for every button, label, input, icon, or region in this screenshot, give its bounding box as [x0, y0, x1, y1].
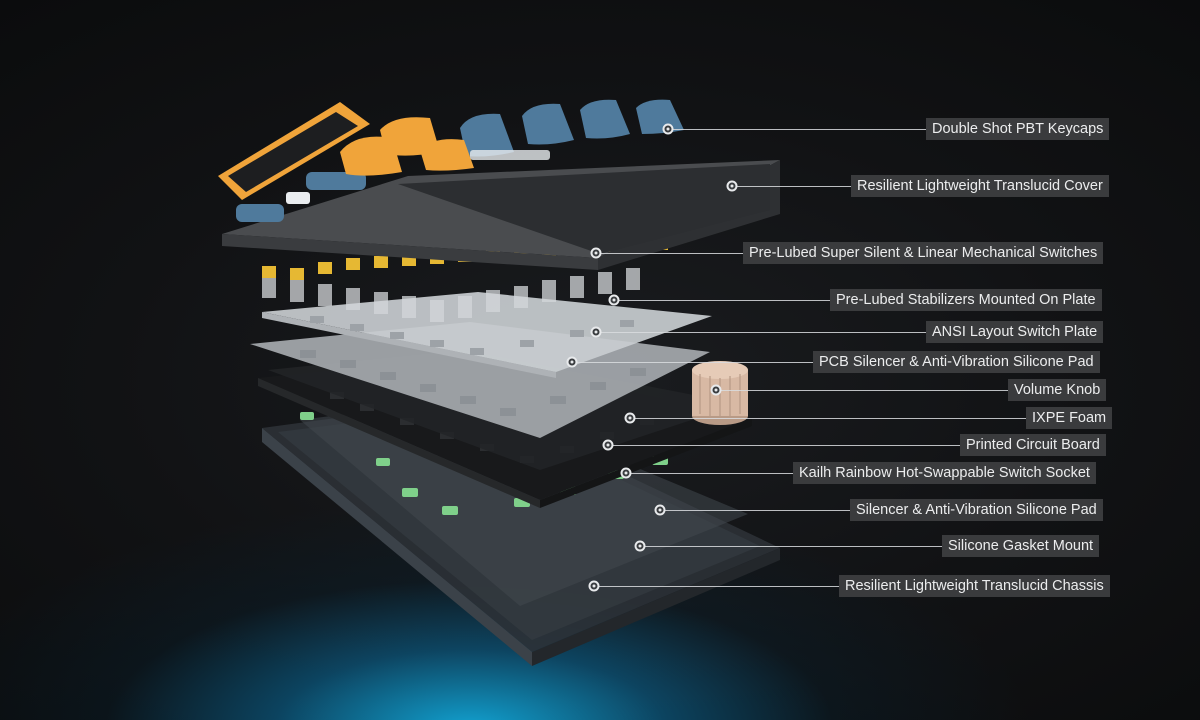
- label-switches: Pre-Lubed Super Silent & Linear Mechanic…: [743, 242, 1104, 264]
- leader-line: [614, 300, 830, 301]
- label-knob: Volume Knob: [1008, 379, 1107, 401]
- callout-dot: [590, 247, 602, 259]
- leader-line: [640, 546, 942, 547]
- callout-dot: [726, 180, 738, 192]
- leader-line: [660, 510, 850, 511]
- label-pcb: Printed Circuit Board: [960, 434, 1106, 456]
- label-stabilizers: Pre-Lubed Stabilizers Mounted On Plate: [830, 289, 1102, 311]
- callout-dot: [620, 467, 632, 479]
- leader-line: [626, 473, 793, 474]
- label-cover: Resilient Lightweight Translucid Cover: [851, 175, 1109, 197]
- leader-line: [608, 445, 960, 446]
- label-socket: Kailh Rainbow Hot-Swappable Switch Socke…: [793, 462, 1096, 484]
- callout-dot: [566, 356, 578, 368]
- callout-dot: [654, 504, 666, 516]
- label-plate: ANSI Layout Switch Plate: [926, 321, 1104, 343]
- callout-dot: [590, 326, 602, 338]
- label-keycaps: Double Shot PBT Keycaps: [926, 118, 1110, 140]
- leader-line: [594, 586, 839, 587]
- callout-dot: [608, 294, 620, 306]
- callout-dot: [634, 540, 646, 552]
- label-pcb-silencer: PCB Silencer & Anti-Vibration Silicone P…: [813, 351, 1100, 373]
- leader-line: [630, 418, 1026, 419]
- callout-dot: [710, 384, 722, 396]
- callout-dot: [662, 123, 674, 135]
- leader-line: [668, 129, 926, 130]
- leader-line: [596, 332, 926, 333]
- label-silencer: Silencer & Anti-Vibration Silicone Pad: [850, 499, 1103, 521]
- leader-line: [732, 186, 851, 187]
- leader-line: [716, 390, 1008, 391]
- leader-line: [596, 253, 743, 254]
- callout-dot: [624, 412, 636, 424]
- leader-line: [572, 362, 813, 363]
- volume-knob: [692, 361, 748, 425]
- label-ixpe: IXPE Foam: [1026, 407, 1113, 429]
- label-gasket: Silicone Gasket Mount: [942, 535, 1100, 557]
- keycaps-layer: [218, 99, 684, 222]
- label-chassis: Resilient Lightweight Translucid Chassis: [839, 575, 1110, 597]
- callout-dot: [602, 439, 614, 451]
- callout-dot: [588, 580, 600, 592]
